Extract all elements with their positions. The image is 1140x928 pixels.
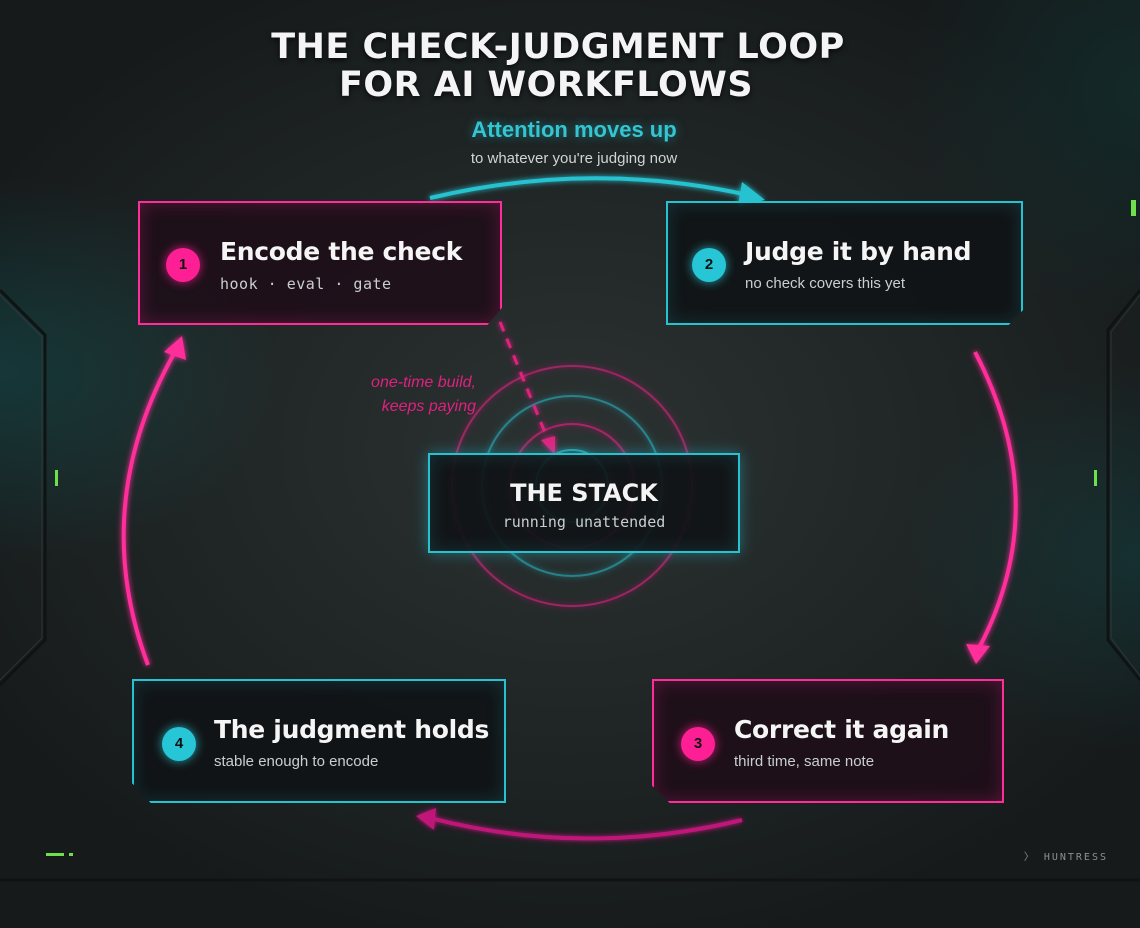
build-note-line-2: keeps paying <box>381 398 476 415</box>
build-note-line-1: one-time build, <box>371 374 476 391</box>
step-2-badge: 2 <box>692 248 726 282</box>
step-1-badge: 1 <box>166 248 200 282</box>
step-1-box: 1 Encode the check hook · eval · gate <box>138 201 502 325</box>
stack-title: THE STACK <box>510 479 658 507</box>
title-line-2: FOR AI WORKFLOWS <box>338 65 754 105</box>
attention-arrow <box>429 176 765 206</box>
stack-box: THE STACK running unattended <box>428 453 740 553</box>
frame-lines <box>0 288 1140 882</box>
step-1-title: Encode the check <box>220 237 463 266</box>
arrow-1-to-stack <box>498 321 555 455</box>
arrow-4-to-1 <box>121 336 186 666</box>
arrow-2-to-3 <box>966 351 1018 664</box>
step-4-badge: 4 <box>162 727 196 761</box>
step-4-title: The judgment holds <box>214 715 490 744</box>
page-title: THE CHECK-JUDGMENT LOOP FOR AI WORKFLOWS <box>0 28 1140 104</box>
step-3-title: Correct it again <box>734 715 950 744</box>
attention-title: Attention moves up <box>471 117 677 142</box>
brand-mark: 〉 HUNTRESS <box>1023 852 1108 863</box>
step-4-box: 4 The judgment holds stable enough to en… <box>132 679 506 803</box>
step-3-badge: 3 <box>681 727 715 761</box>
step-4-subtitle: stable enough to encode <box>214 753 379 770</box>
title-line-1: THE CHECK-JUDGMENT LOOP <box>271 27 845 67</box>
step-3-box: 3 Correct it again third time, same note <box>652 679 1004 803</box>
step-2-subtitle: no check covers this yet <box>745 275 906 292</box>
green-indicator-lights <box>46 200 1136 856</box>
arrow-3-to-4 <box>416 808 743 841</box>
step-1-subtitle: hook · eval · gate <box>220 275 392 293</box>
step-3-subtitle: third time, same note <box>734 753 875 770</box>
attention-subtitle: to whatever you're judging now <box>470 150 678 167</box>
build-note: one-time build, keeps paying <box>300 371 476 419</box>
step-2-title: Judge it by hand <box>745 237 972 266</box>
step-2-box: 2 Judge it by hand no check covers this … <box>666 201 1023 325</box>
stack-subtitle: running unattended <box>502 513 666 531</box>
